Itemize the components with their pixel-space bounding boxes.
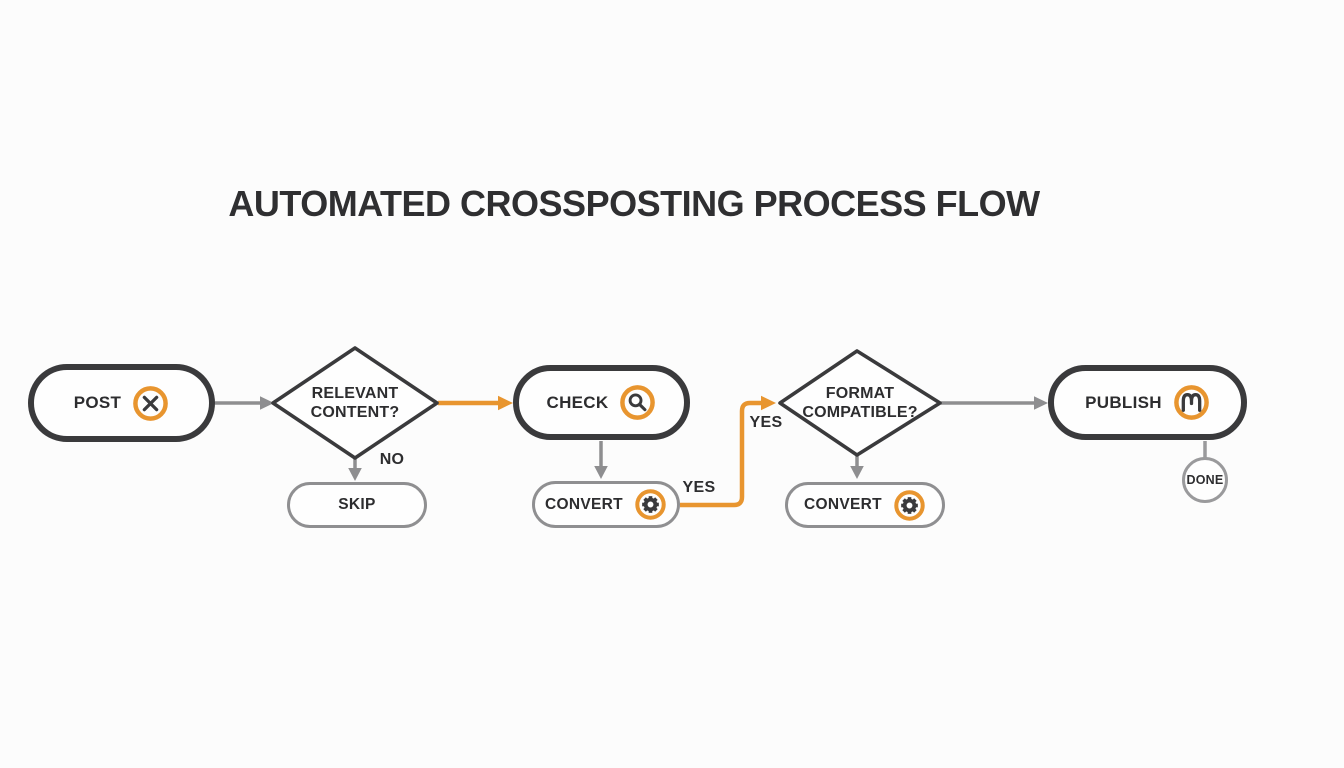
node-format-compatible-label: FORMAT COMPATIBLE? (778, 384, 942, 422)
node-relevant-content-line1: RELEVANT (311, 385, 399, 402)
diamond-shape (778, 349, 942, 457)
node-skip-label: SKIP (338, 496, 376, 513)
node-post: POST (28, 364, 215, 442)
edge-label-no: NO (379, 451, 405, 468)
edge-label-yes-from-convert: YES (682, 479, 716, 496)
gear-icon (894, 489, 925, 521)
node-post-label: POST (73, 393, 122, 412)
node-done: DONE (1182, 457, 1228, 503)
node-relevant-content-label: RELEVANT CONTENT? (275, 384, 435, 422)
node-check-label: CHECK (546, 392, 609, 412)
node-format-compatible-line1: FORMAT (825, 385, 895, 402)
edge-label-yes-into-format: YES (749, 414, 783, 431)
node-convert-1-label: CONVERT (545, 495, 623, 513)
node-relevant-content (269, 344, 441, 462)
node-skip: SKIP (287, 482, 427, 528)
x-icon (133, 385, 169, 421)
node-format-compatible (776, 347, 944, 459)
gear-icon (635, 489, 666, 520)
page-title: AUTOMATED CROSSPOSTING PROCESS FLOW (228, 183, 1040, 224)
node-relevant-content-line2: CONTENT? (310, 404, 400, 421)
node-convert-1: CONVERT (532, 481, 680, 528)
node-format-compatible-line2: COMPATIBLE? (802, 404, 918, 421)
node-check: CHECK (513, 365, 690, 440)
node-done-label: DONE (1186, 473, 1224, 487)
node-convert-2: CONVERT (785, 482, 945, 528)
node-convert-2-label: CONVERT (804, 496, 882, 513)
mastodon-icon (1174, 385, 1209, 420)
search-icon (620, 385, 656, 420)
node-publish: PUBLISH (1048, 365, 1247, 440)
node-publish-label: PUBLISH (1085, 392, 1162, 412)
diamond-shape (271, 346, 439, 460)
